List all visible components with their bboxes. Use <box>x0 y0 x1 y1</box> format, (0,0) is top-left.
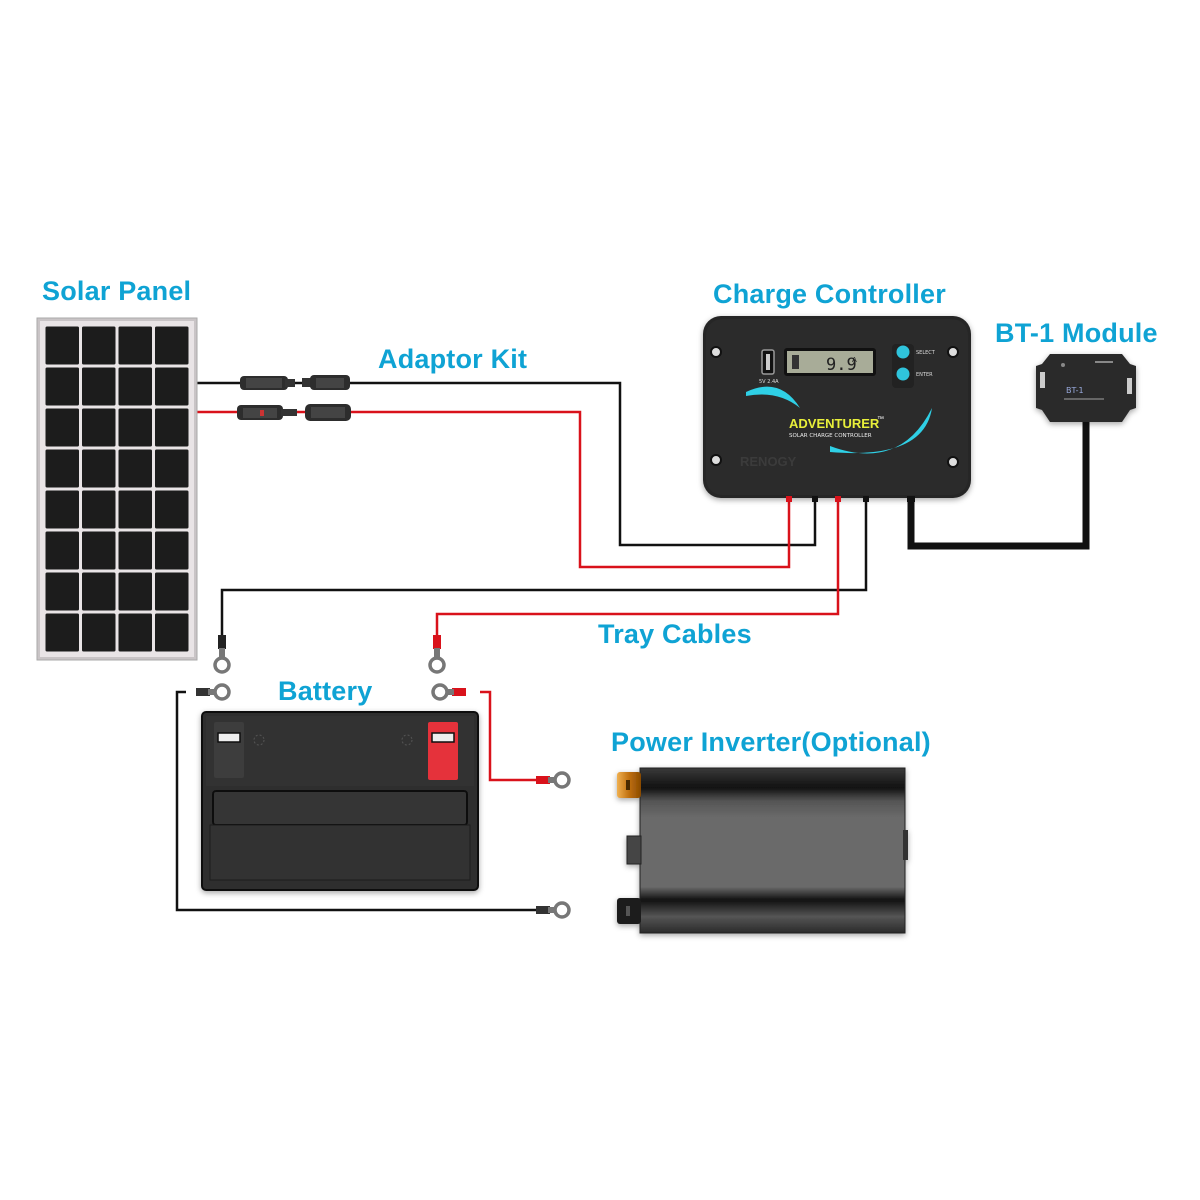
ring-terminal-inverter-negative <box>536 901 571 919</box>
screw <box>710 346 722 358</box>
maker-text: RENOGY <box>740 454 797 469</box>
ring-terminal-controller-negative <box>213 635 231 674</box>
solar-cell <box>45 326 79 365</box>
solar-negative-wire <box>196 381 817 547</box>
mc4-connector-male-red <box>237 405 297 420</box>
battery-negative-tray-cable <box>220 500 868 650</box>
solar-cell <box>45 572 79 611</box>
solar-cell <box>155 408 189 447</box>
solar-cell <box>82 490 116 529</box>
mc4-connector-female-black <box>302 375 350 390</box>
solar-cell <box>82 531 116 570</box>
lcd-display: 9.9 A <box>784 348 876 376</box>
solar-cell <box>118 326 152 365</box>
bt1-mount-slot <box>1040 372 1045 388</box>
solar-cell <box>155 613 189 652</box>
solar-cell <box>82 408 116 447</box>
power-inverter <box>617 767 908 934</box>
solar-cell <box>45 490 79 529</box>
solar-cell <box>155 367 189 406</box>
brand-text: ADVENTURER <box>789 416 880 431</box>
battery-label: Battery <box>278 676 373 706</box>
inverter-positive-wire <box>480 690 553 782</box>
solar-cell <box>118 408 152 447</box>
select-button[interactable] <box>896 345 910 359</box>
ring-terminals <box>196 635 571 919</box>
usb-label: 5V 2.4A <box>759 379 779 385</box>
solar-cell <box>118 367 152 406</box>
vent-cap <box>401 734 413 746</box>
solar-cell <box>155 572 189 611</box>
battery-negative-terminal <box>214 722 244 778</box>
adaptor-kit-label: Adaptor Kit <box>378 344 528 374</box>
solar-cell <box>118 531 152 570</box>
charge-controller-label: Charge Controller <box>713 279 946 309</box>
solar-cell <box>155 449 189 488</box>
solar-cell <box>45 408 79 447</box>
battery <box>201 711 479 891</box>
power-inverter-label: Power Inverter(Optional) <box>611 727 931 757</box>
screw <box>710 454 722 466</box>
lcd-unit: A <box>852 356 857 364</box>
screw <box>947 456 959 468</box>
enter-label: ENTER <box>916 372 933 378</box>
solar-panel-label: Solar Panel <box>42 276 192 306</box>
solar-cell <box>155 326 189 365</box>
solar-cell <box>45 613 79 652</box>
bt1-module-label: BT-1 Module <box>995 318 1158 348</box>
select-label: SELECT <box>916 350 936 356</box>
enter-button[interactable] <box>896 367 910 381</box>
battery-positive-terminal <box>428 722 458 780</box>
inverter-negative-post <box>617 898 641 924</box>
solar-cell <box>82 613 116 652</box>
mc4-connector-male-black <box>240 376 295 390</box>
brand-subtitle: SOLAR CHARGE CONTROLLER <box>789 433 872 439</box>
bt1-face-text: BT-1 <box>1066 386 1084 395</box>
ring-terminal-inverter-positive <box>536 771 571 789</box>
solar-cell <box>82 572 116 611</box>
tray-cables-label: Tray Cables <box>598 619 752 649</box>
mc4-connector-female-red <box>305 404 351 421</box>
solar-cell <box>118 572 152 611</box>
bt1-mount-slot <box>1127 378 1132 394</box>
brand-trademark: ™ <box>877 416 884 423</box>
solar-cell <box>82 449 116 488</box>
solar-cell <box>82 367 116 406</box>
charge-controller: 5V 2.4A 9.9 A SELECT ENTER ADVENTURER ™ … <box>703 316 971 502</box>
solar-positive-wire <box>196 410 791 569</box>
adaptor-kit <box>237 375 351 421</box>
solar-cell <box>45 449 79 488</box>
swoosh-right <box>830 408 932 454</box>
solar-cell <box>118 449 152 488</box>
solar-cell <box>118 490 152 529</box>
ring-terminal-inverter-negative-battery <box>196 683 231 701</box>
usb-port <box>761 349 775 375</box>
solar-panel <box>36 317 198 661</box>
solar-cell <box>45 367 79 406</box>
battery-positive-tray-cable <box>435 500 840 650</box>
inverter-positive-post <box>617 772 641 798</box>
bt1-module: BT-1 <box>1036 354 1136 422</box>
solar-cell <box>118 613 152 652</box>
bt1-communication-cable <box>907 420 1090 550</box>
battery-handle <box>212 790 468 826</box>
wires <box>175 381 1090 912</box>
solar-cell <box>82 326 116 365</box>
screw <box>947 346 959 358</box>
vent-cap <box>253 734 265 746</box>
ring-terminal-inverter-positive-battery <box>431 683 466 701</box>
inverter-negative-wire <box>175 690 553 912</box>
swoosh-left <box>746 386 800 408</box>
solar-cell <box>155 490 189 529</box>
solar-cell <box>45 531 79 570</box>
lcd-value: 9.9 <box>826 355 857 375</box>
ring-terminal-controller-positive <box>428 635 446 674</box>
solar-cell <box>155 531 189 570</box>
